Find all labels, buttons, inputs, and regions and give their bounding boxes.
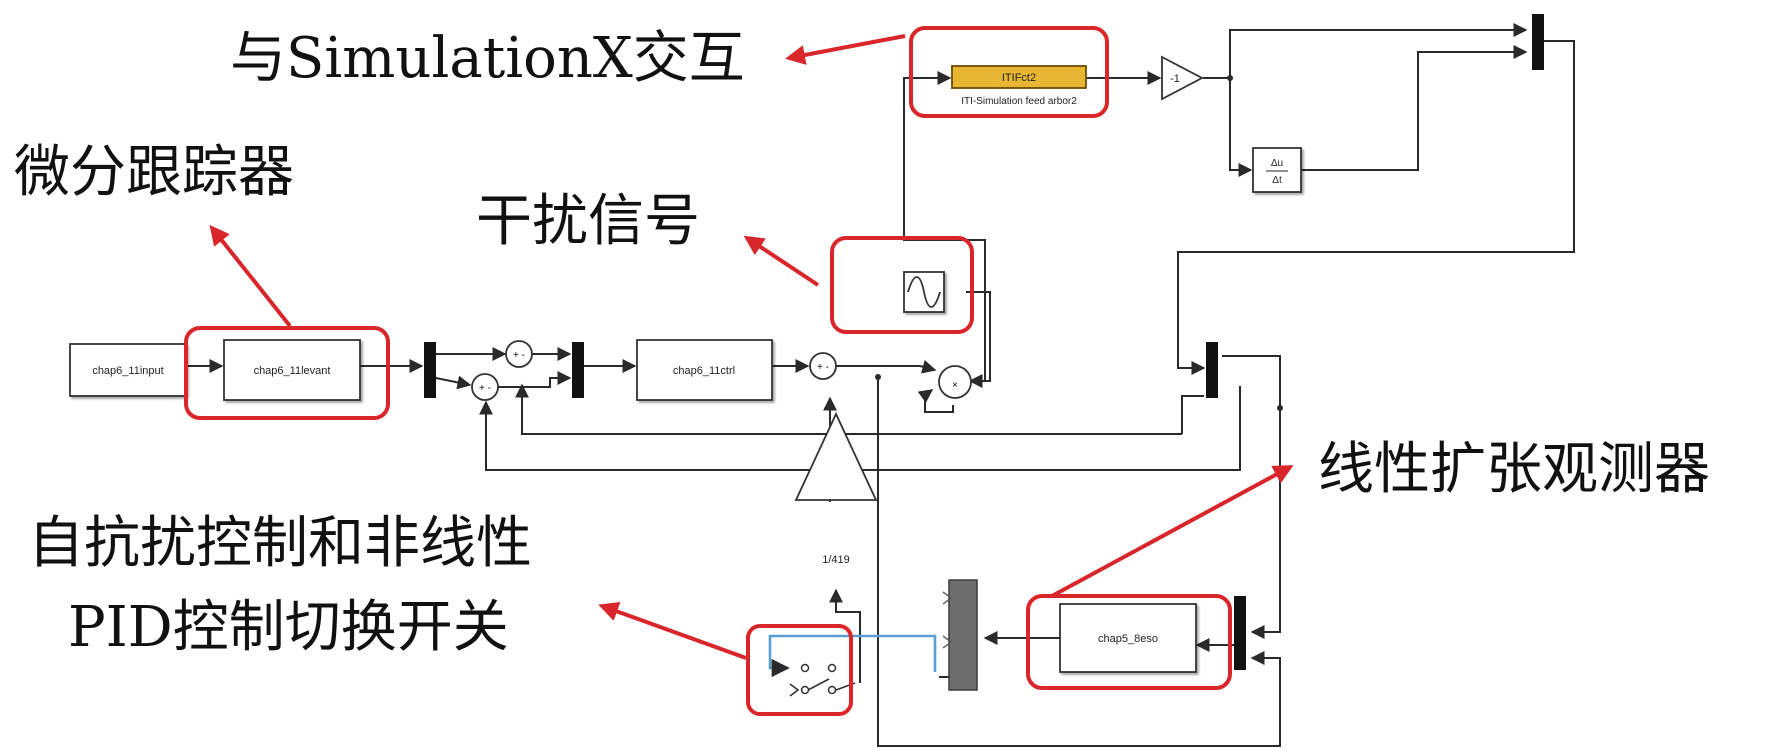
highlight-eso (1026, 594, 1232, 690)
mux-bar-top[interactable] (1532, 14, 1544, 70)
sum-block-3-signs: + - (817, 362, 829, 373)
highlight-disturbance (830, 236, 974, 334)
sum-block-2-signs: + - (479, 383, 491, 394)
itifct-block-label: ITIFct2 (1002, 72, 1036, 84)
gain-block[interactable] (794, 411, 878, 501)
sine-wave-icon (907, 276, 941, 308)
eso-block[interactable] (1059, 603, 1197, 673)
annotation-arrows (209, 34, 1294, 660)
highlight-tracker (184, 326, 390, 420)
annotation-eso: 线性扩张观测器 (1318, 437, 1710, 502)
highlight-switch (746, 624, 853, 716)
levant-block-label: chap6_11levant (254, 365, 331, 377)
itifct-block[interactable] (951, 65, 1087, 89)
itifct-block-caption: ITI-Simulation feed arbor2 (961, 96, 1077, 107)
sum-block-1[interactable] (505, 340, 533, 368)
annotation-switch-line2: PID控制切换开关 (68, 595, 509, 660)
gain-block-label: 1/419 (822, 554, 850, 566)
ctrl-block-label: chap6_11ctrl (673, 365, 735, 377)
input-block-label: chap6_11input (92, 365, 163, 377)
derivative-bottom: Δt (1272, 175, 1282, 186)
annotation-disturbance: 干扰信号 (476, 189, 700, 254)
sum-block-2[interactable] (471, 373, 499, 401)
eso-block-label: chap5_8eso (1098, 633, 1158, 645)
manual-switch-block[interactable] (789, 663, 856, 697)
annotation-tracker: 微分跟踪器 (14, 140, 294, 205)
demux-port-icon (942, 591, 953, 649)
levant-block[interactable] (223, 339, 361, 401)
sum-block-3[interactable] (809, 352, 837, 380)
switch-signal-wire (768, 634, 937, 678)
gain-neg-label: -1 (1170, 73, 1180, 85)
mux-bar-1[interactable] (424, 342, 436, 398)
mux-bar-3[interactable] (1206, 342, 1218, 398)
sum-block-1-signs: + - (513, 350, 525, 361)
ctrl-block[interactable] (636, 339, 773, 401)
annotation-switch-line1: 自抗扰控制和非线性 (28, 511, 532, 576)
derivative-block[interactable] (1252, 147, 1302, 193)
product-block[interactable] (938, 365, 972, 399)
derivative-top: Δu (1271, 158, 1283, 169)
mux-bar-eso[interactable] (1234, 596, 1246, 670)
gain-neg-block[interactable] (1161, 55, 1204, 101)
annotation-simulationx: 与SimulationX交互 (230, 26, 745, 91)
product-block-sign: × (952, 380, 958, 391)
demux-block[interactable] (948, 579, 978, 691)
highlight-simulationx (909, 26, 1109, 118)
mux-bar-2[interactable] (572, 342, 584, 398)
